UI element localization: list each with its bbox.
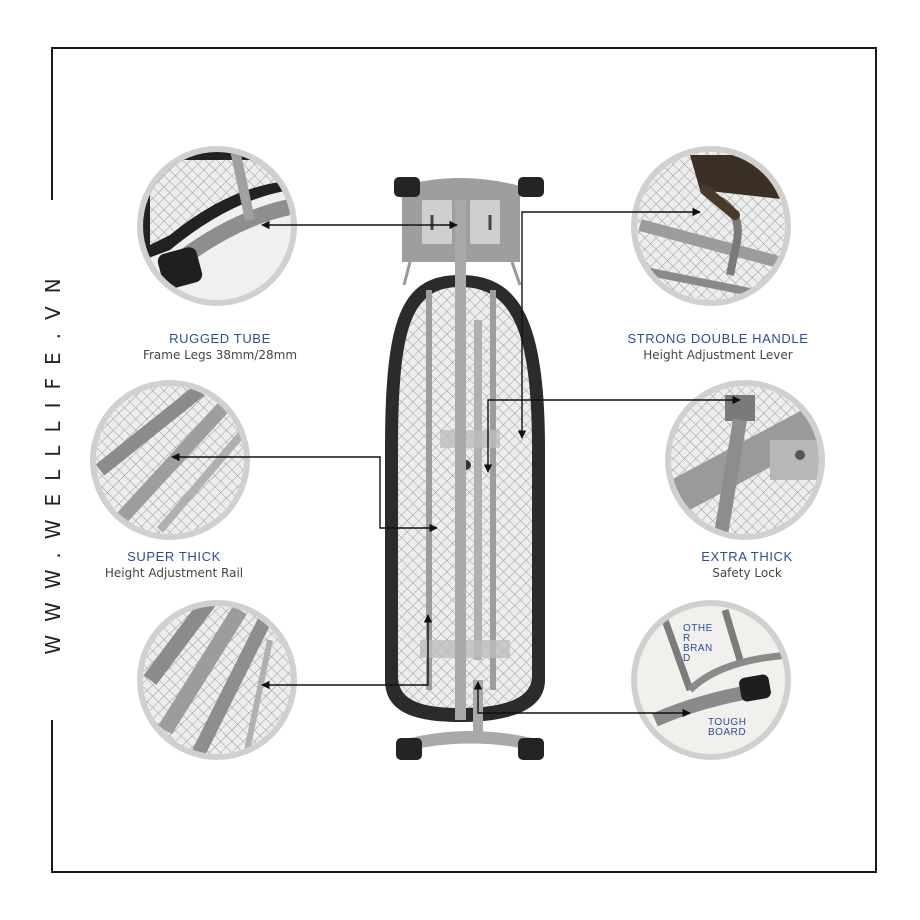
feature-title: STRONG DOUBLE HANDLE bbox=[627, 331, 809, 346]
detail-circle-frame-rails bbox=[137, 600, 297, 760]
pointer-height-rail bbox=[171, 452, 438, 533]
detail-circle-double-handle bbox=[631, 146, 791, 306]
detail-circle-rugged-tube bbox=[137, 146, 297, 306]
bottom-foot-right bbox=[518, 738, 544, 760]
bottom-foot-bar bbox=[402, 731, 540, 752]
feature-title: SUPER THICK bbox=[127, 549, 221, 564]
center-leg bbox=[455, 200, 466, 720]
feature-title: RUGGED TUBE bbox=[169, 331, 271, 346]
rest-foot-right bbox=[518, 177, 544, 197]
tough-board-text: TOUGH BOARD bbox=[708, 717, 747, 738]
feature-subtitle: Frame Legs 38mm/28mm bbox=[142, 348, 298, 362]
feature-label-height-rail: SUPER THICK Height Adjustment Rail bbox=[105, 549, 243, 580]
bottom-foot-left bbox=[396, 738, 422, 760]
detail-circle-height-rail bbox=[90, 380, 250, 540]
pointer-lines bbox=[171, 207, 741, 718]
other-brand-text: OTHE R BRAN D bbox=[683, 623, 713, 664]
pointer-comparison bbox=[473, 681, 691, 718]
iron-rest-slot-right bbox=[470, 200, 500, 244]
detail-circle-safety-lock bbox=[665, 380, 825, 540]
feature-label-double-handle: STRONG DOUBLE HANDLE Height Adjustment L… bbox=[627, 331, 808, 362]
ironing-board bbox=[385, 177, 545, 760]
feature-subtitle: Safety Lock bbox=[712, 566, 782, 580]
feature-label-safety-lock: EXTRA THICK Safety Lock bbox=[701, 549, 793, 580]
rest-foot-left bbox=[394, 177, 420, 197]
frame-gap bbox=[44, 200, 60, 720]
pointer-safety-lock bbox=[483, 395, 741, 473]
pointer-double-handle bbox=[517, 207, 701, 439]
feature-title: EXTRA THICK bbox=[701, 549, 793, 564]
feature-subtitle: Height Adjustment Lever bbox=[643, 348, 793, 362]
iron-rest-slot-left bbox=[422, 200, 452, 244]
feature-label-rugged-tube: RUGGED TUBE Frame Legs 38mm/28mm bbox=[143, 331, 297, 362]
pointer-frame-rails bbox=[261, 614, 433, 690]
feature-subtitle: Height Adjustment Rail bbox=[104, 566, 244, 580]
